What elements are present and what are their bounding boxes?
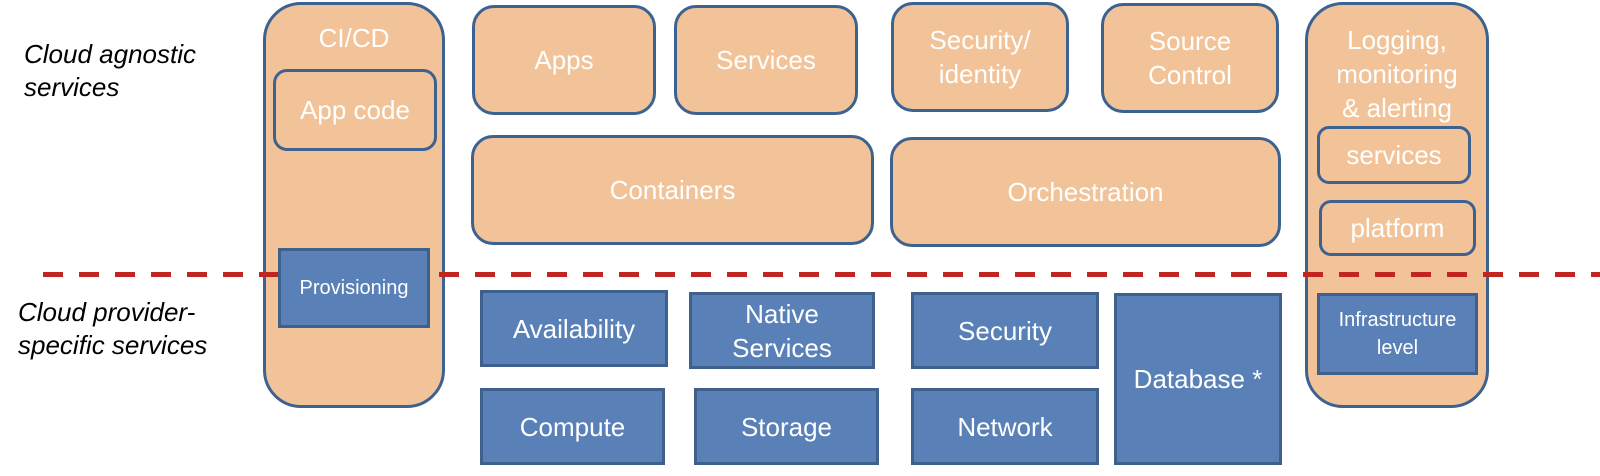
cicd-column: CI/CD [263,2,445,408]
cicd-title: CI/CD [318,23,390,53]
services-box: Services [674,5,858,115]
database-box: Database * [1114,293,1282,465]
native-services-box: Native Services [689,292,875,369]
logging-services-box: services [1317,126,1471,184]
apps-box: Apps [472,5,656,115]
provisioning-box: Provisioning [278,248,430,328]
availability-box: Availability [480,290,668,367]
network-box: Network [911,388,1099,465]
infrastructure-level-box: Infrastructure level [1317,293,1478,375]
storage-box: Storage [694,388,879,465]
source-control-box: Source Control [1101,3,1279,113]
security-identity-box: Security/ identity [891,2,1069,112]
logging-platform-box: platform [1319,200,1476,256]
layer-divider-dashed-line [43,272,1600,277]
orchestration-box: Orchestration [890,137,1281,247]
containers-box: Containers [471,135,874,245]
security-box: Security [911,292,1099,369]
logging-title: Logging, monitoring & alerting [1336,25,1458,123]
layer-label-cloud-agnostic: Cloud agnostic services [24,39,196,102]
layer-label-cloud-provider-specific: Cloud provider- specific services [18,297,208,360]
compute-box: Compute [480,388,665,465]
app-code-box: App code [273,69,437,151]
